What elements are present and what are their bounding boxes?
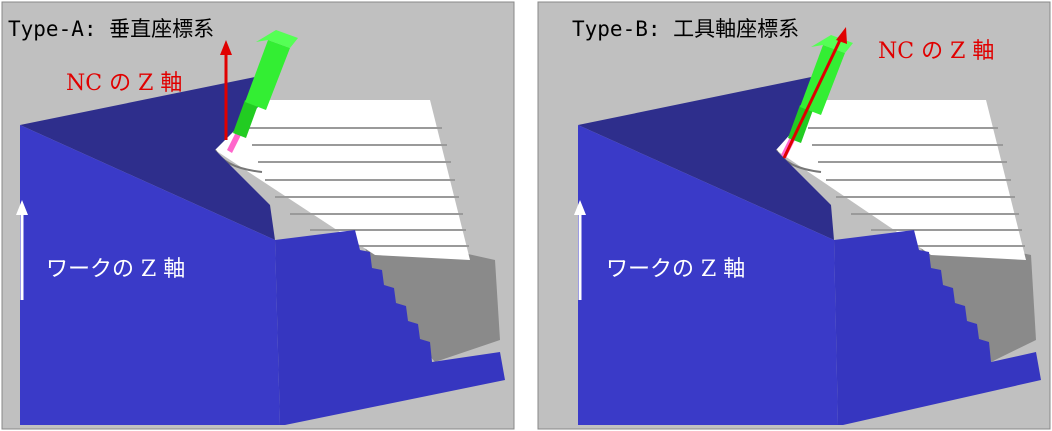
nc-axis-label: NC の Z 軸 <box>66 71 182 96</box>
panel-title: Type-B: 工具軸座標系 <box>572 17 799 41</box>
pocket-floor <box>916 230 1036 362</box>
block-top-face <box>20 75 275 240</box>
block-left-face <box>20 125 280 425</box>
nc-axis-label: NC の Z 軸 <box>878 39 994 64</box>
block-left-face <box>578 125 838 425</box>
nc-z-axis-arrow <box>782 27 847 159</box>
work-axis-label: ワークの Z 軸 <box>46 257 185 282</box>
panel-type-b: Type-B: 工具軸座標系 NC の Z 軸 ワークの Z 軸 <box>536 0 1052 431</box>
terrace-edges <box>248 127 469 247</box>
tool <box>227 30 298 153</box>
work-axis-label: ワークの Z 軸 <box>606 257 745 282</box>
terrace-edges <box>808 127 1025 247</box>
panel-type-a: Type-A: 垂直座標系 NC の Z 軸 ワークの Z 軸 <box>0 0 516 431</box>
block-right-face <box>834 230 1041 425</box>
block-right-face <box>275 230 505 425</box>
block-top-face <box>578 75 834 240</box>
nc-z-axis-arrow <box>220 40 232 140</box>
work-z-axis-arrow <box>16 200 28 300</box>
type-b-diagram: Type-B: 工具軸座標系 NC の Z 軸 ワークの Z 軸 <box>537 1 1051 430</box>
type-a-diagram: Type-A: 垂直座標系 NC の Z 軸 ワークの Z 軸 <box>1 1 515 430</box>
panel-title: Type-A: 垂直座標系 <box>8 17 214 41</box>
pocket-floor <box>360 230 500 362</box>
work-z-axis-arrow <box>574 200 586 300</box>
